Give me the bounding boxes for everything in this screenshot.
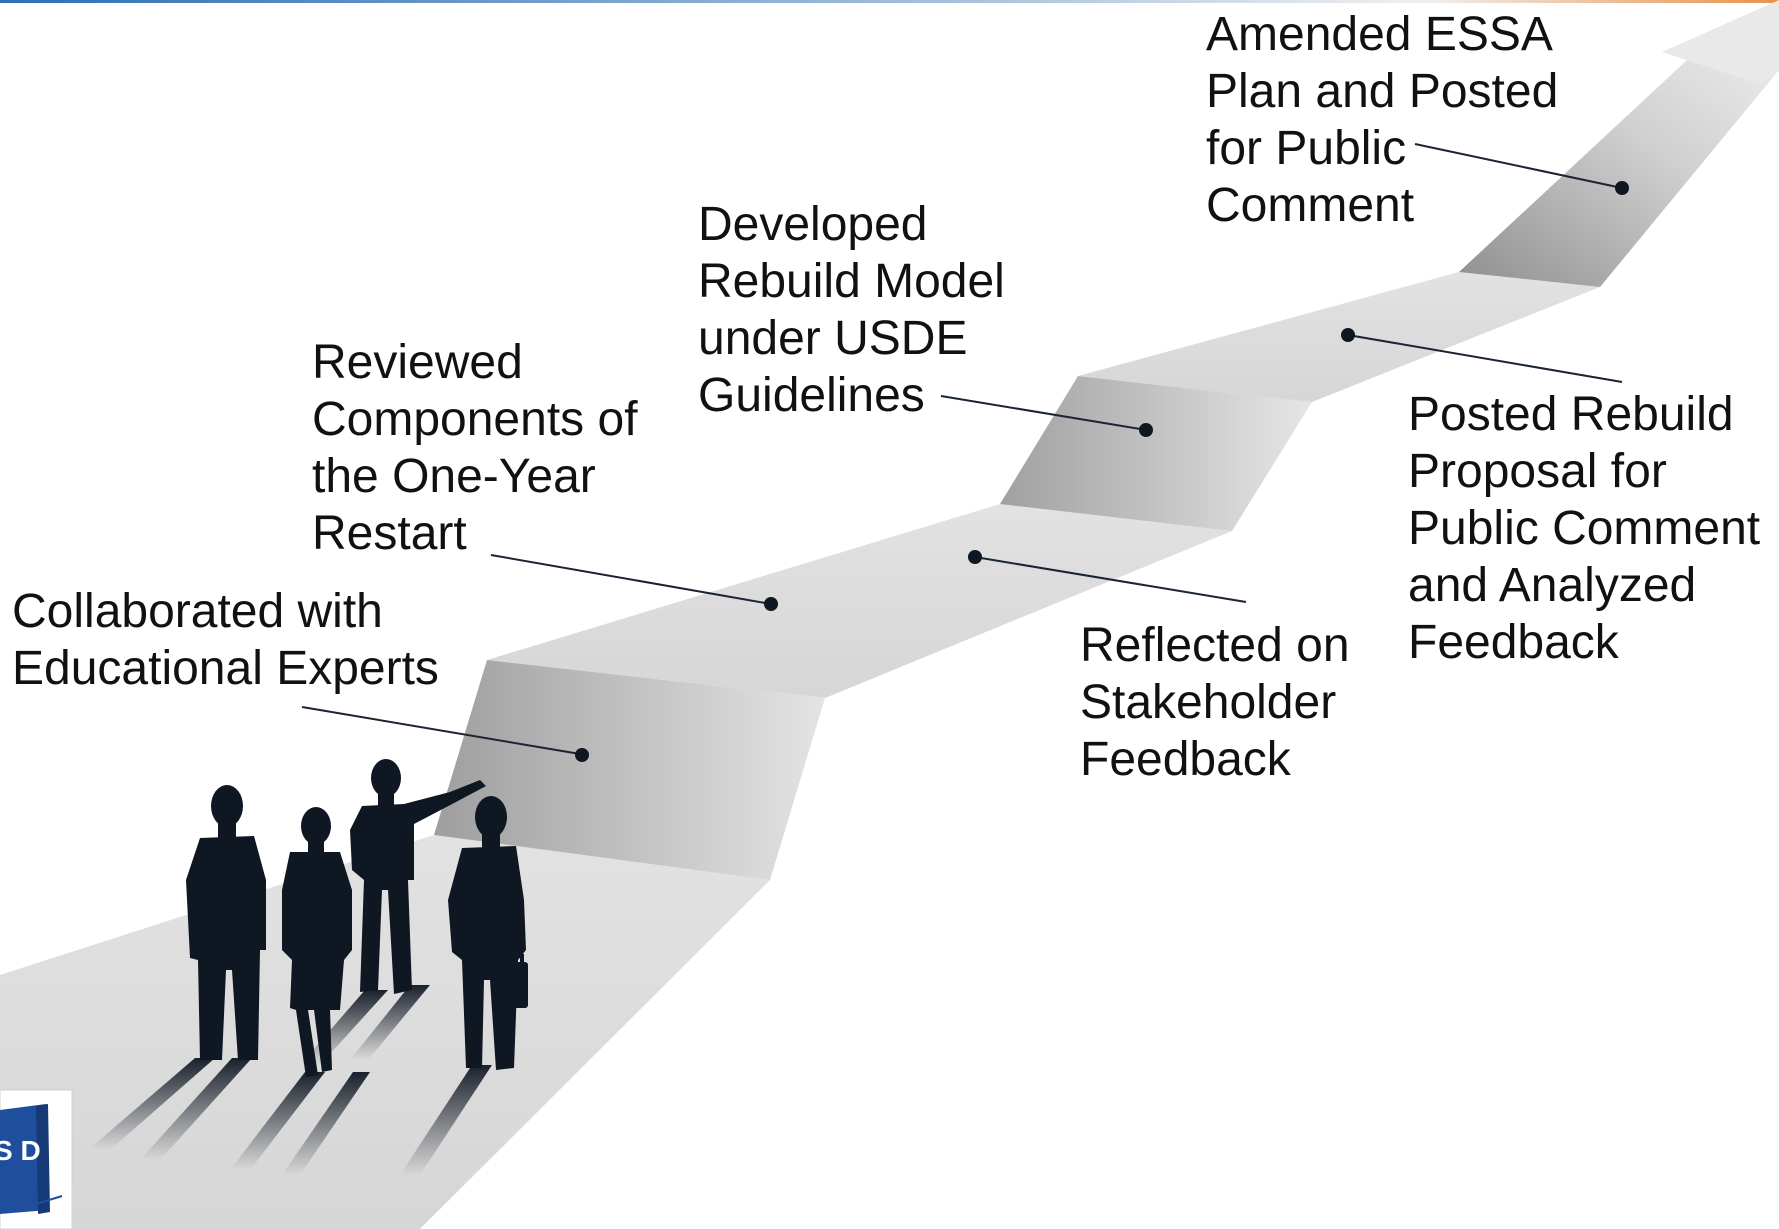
riser-2 bbox=[1000, 376, 1312, 531]
path-segment-3 bbox=[1078, 272, 1600, 402]
step-label-developed: Developed Rebuild Model under USDE Guide… bbox=[698, 198, 1005, 422]
leader-line-4 bbox=[1414, 143, 1623, 189]
leader-line-5 bbox=[974, 556, 1247, 603]
step-label-reviewed: Reviewed Components of the One-Year Rest… bbox=[312, 336, 638, 560]
riser-1 bbox=[434, 660, 825, 880]
path-segment-2 bbox=[487, 504, 1232, 698]
step-label-amended: Amended ESSA Plan and Posted for Public … bbox=[1206, 8, 1559, 232]
leader-line-1 bbox=[301, 706, 581, 755]
step-markers bbox=[575, 181, 1629, 762]
people-silhouette-icon bbox=[186, 759, 526, 1077]
step-marker-2 bbox=[764, 597, 778, 611]
briefcase-icon bbox=[506, 954, 528, 1008]
leader-line-3 bbox=[940, 395, 1147, 431]
leader-line-2 bbox=[490, 554, 772, 605]
logo-letters: S D bbox=[0, 1135, 41, 1166]
leader-lines bbox=[301, 143, 1623, 755]
step-marker-4 bbox=[1615, 181, 1629, 195]
arrow-head-icon bbox=[1662, 0, 1779, 84]
step-label-reflected: Reflected on Stakeholder Feedback bbox=[1080, 619, 1350, 786]
top-accent-bar bbox=[0, 0, 1779, 3]
leader-line-6 bbox=[1347, 334, 1623, 383]
logo-icon: S D bbox=[0, 1089, 73, 1229]
step-marker-5 bbox=[968, 550, 982, 564]
arrow-shaft bbox=[1459, 48, 1779, 287]
step-label-collaborated: Collaborated with Educational Experts bbox=[12, 585, 439, 695]
step-label-posted: Posted Rebuild Proposal for Public Comme… bbox=[1408, 388, 1761, 669]
step-marker-1 bbox=[575, 748, 589, 762]
step-marker-6 bbox=[1341, 328, 1355, 342]
step-marker-3 bbox=[1139, 423, 1153, 437]
